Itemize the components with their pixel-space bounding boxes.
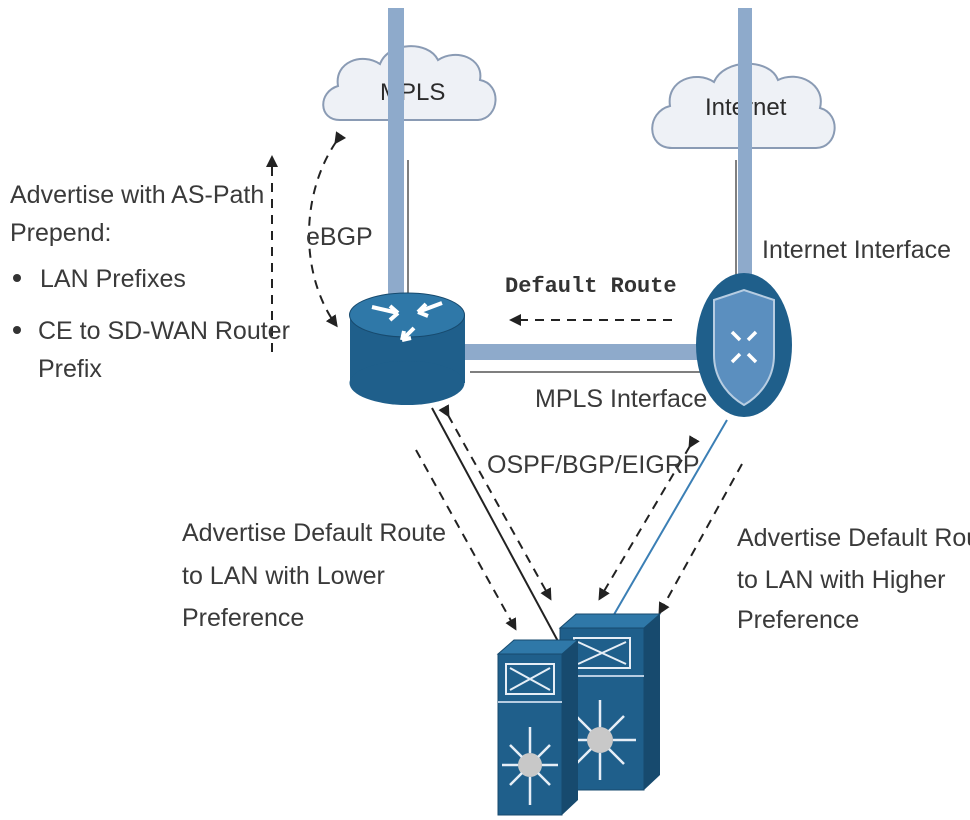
internet-interface-label: Internet Interface <box>762 236 951 264</box>
mpls-cloud: MPLS <box>322 45 497 121</box>
note-bullet-2-cont: Prefix <box>38 355 102 383</box>
right-adv-line1: Advertise Default Route <box>737 524 970 552</box>
left-adv-line2: to LAN with Lower <box>182 562 385 590</box>
cloud-icon <box>322 45 497 121</box>
note-title-line1: Advertise with AS-Path <box>10 181 264 209</box>
right-adv-arrow <box>658 463 743 615</box>
left-adv-line3: Preference <box>182 604 304 632</box>
arrow-glyph <box>400 326 416 342</box>
mpls-interface-label: MPLS Interface <box>535 385 707 413</box>
ospf-label: OSPF/BGP/EIGRP <box>487 451 700 479</box>
note-bullet-1: LAN Prefixes <box>40 265 186 293</box>
left-advertise-note: Advertise Default Route to LAN with Lowe… <box>182 519 446 632</box>
ebgp-label: eBGP <box>306 223 373 251</box>
router-igp-arrow <box>438 404 552 601</box>
left-adv-line1: Advertise Default Route <box>182 519 446 547</box>
router-icon <box>349 292 465 405</box>
right-advertise-note: Advertise Default Route to LAN with High… <box>737 524 970 634</box>
left-note: Advertise with AS-Path Prepend: LAN Pref… <box>10 181 290 383</box>
ebgp-arrow <box>308 131 347 328</box>
default-route-label: Default Route <box>505 274 677 299</box>
arrow-glyph <box>371 304 400 322</box>
bullet-icon <box>13 274 21 282</box>
arrow-glyph <box>416 301 443 318</box>
right-adv-line3: Preference <box>737 606 859 634</box>
note-title-line2: Prepend: <box>10 219 111 247</box>
sdwan-lan-link <box>611 419 728 619</box>
switch-icon <box>496 639 580 816</box>
bullet-icon <box>13 326 21 334</box>
right-adv-line2: to LAN with Higher <box>737 566 945 594</box>
sdwan-router-icon <box>696 273 792 417</box>
router-lan-link <box>431 407 561 646</box>
note-bullet-2: CE to SD-WAN Router <box>38 317 290 345</box>
sdwan-igp-arrow <box>598 435 700 601</box>
